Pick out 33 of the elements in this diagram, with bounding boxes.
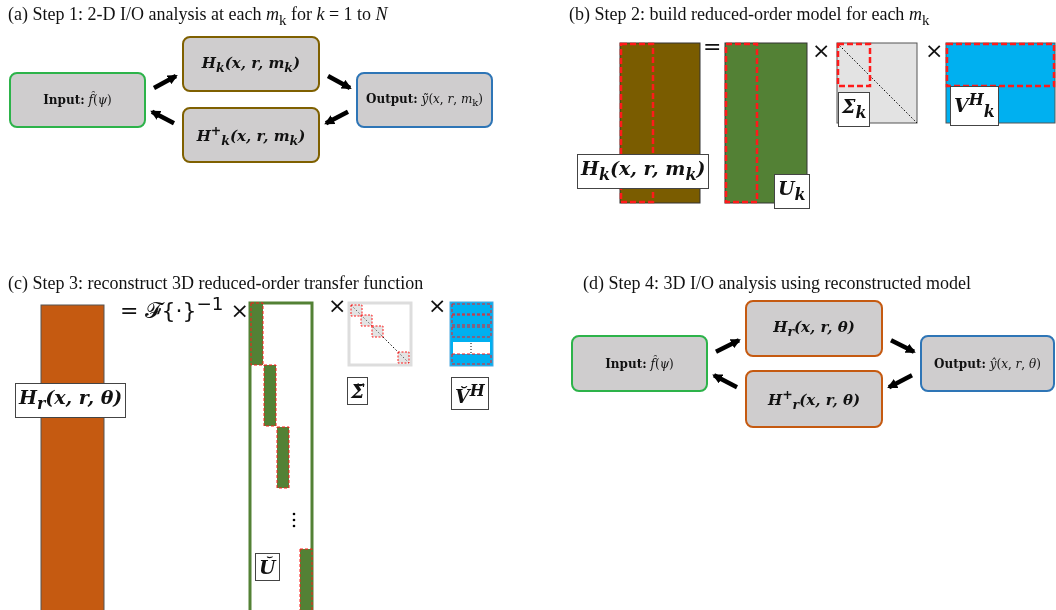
times-sign: × bbox=[328, 293, 347, 318]
matrix-label: Ŭ bbox=[255, 553, 280, 581]
io-box: Input: f̂(ψ) bbox=[571, 335, 708, 392]
operator-box: H$_{k}$(x, r, m$_{k}$) bbox=[182, 36, 320, 92]
matrix-label: Σ$_{k}$ bbox=[838, 92, 871, 127]
operator-box: H$^{+}$$_{r}$(x, r, θ) bbox=[745, 370, 883, 428]
panel-title: (a) Step 1: 2-D I/O analysis at each m$_{k}$ for k = 1 to N bbox=[8, 4, 388, 29]
panel-title: (c) Step 3: reconstruct 3D reduced-order transfer function bbox=[8, 273, 424, 294]
equals-sign: = bbox=[703, 34, 722, 59]
matrix-label: H$_{k}$(x, r, m$_{k}$) bbox=[577, 154, 710, 189]
io-box: Input: f̂(ψ) bbox=[9, 72, 146, 128]
matrix-label: U$_{k}$ bbox=[774, 174, 810, 209]
times-sign: × bbox=[812, 38, 831, 63]
io-box: Output: ŷ(x, r, θ) bbox=[920, 335, 1055, 392]
times-sign: × bbox=[428, 293, 447, 318]
operator-box: H$_{r}$(x, r, θ) bbox=[745, 300, 883, 357]
arrow bbox=[890, 338, 916, 354]
panel-title: (b) Step 2: build reduced-order model for each m$_{k}$ bbox=[569, 4, 930, 29]
matrix-label: V̆$^{H}$ bbox=[451, 377, 489, 411]
operator-box: H$^{+}$$_{k}$(x, r, m$_{k}$) bbox=[182, 107, 320, 163]
panel-title: (d) Step 4: 3D I/O analysis using reconstructed model bbox=[583, 273, 971, 294]
arrow bbox=[712, 373, 739, 390]
arrow bbox=[887, 373, 914, 390]
matrix-label: H$_{r}$(x, r, θ) bbox=[15, 383, 127, 418]
arrow bbox=[152, 74, 178, 90]
matrix-label: Σ̆ bbox=[347, 377, 369, 405]
times-sign: × bbox=[925, 38, 944, 63]
io-box: Output: ỹ(x, r, m$_{k}$) bbox=[356, 72, 493, 128]
arrow bbox=[715, 338, 741, 354]
arrow bbox=[324, 109, 350, 126]
arrow bbox=[150, 109, 176, 126]
arrow bbox=[326, 74, 352, 90]
equation-operator: = 𝓕{·}$^{−1}$ × bbox=[120, 293, 249, 324]
